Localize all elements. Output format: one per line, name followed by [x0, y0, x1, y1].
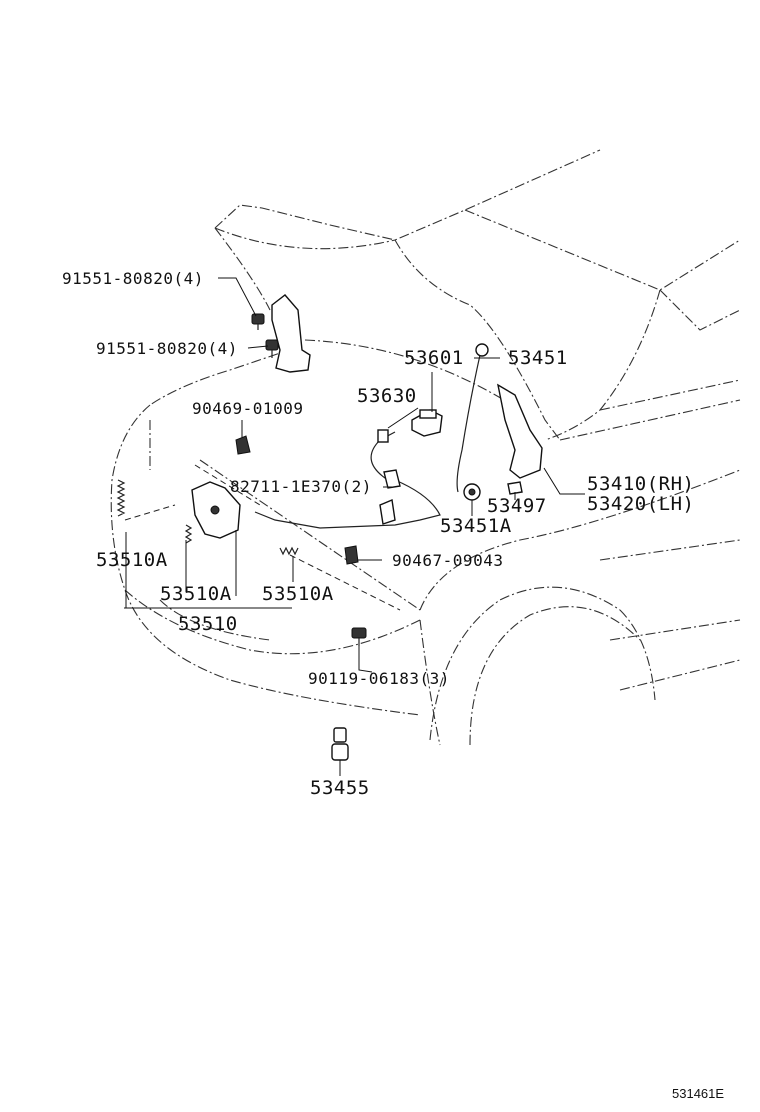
- part-label: 53497: [487, 495, 547, 517]
- spring-mid-icon: [184, 524, 193, 544]
- part-label: 53510A: [160, 583, 232, 605]
- part-label: 90469-01009: [192, 399, 303, 418]
- cushion-icon: [507, 481, 523, 495]
- hinge-left-icon: [271, 294, 311, 373]
- part-label: 53451: [508, 347, 568, 369]
- spring-left-icon: [116, 479, 126, 517]
- bolt-icon: [265, 339, 279, 358]
- clip-icon: [235, 435, 251, 455]
- cable-clamp-icon: [383, 469, 401, 489]
- part-label: 82711-1E370(2): [230, 477, 372, 496]
- cushion-icon: [331, 727, 349, 761]
- part-label: 53455: [310, 777, 370, 799]
- part-label: 53410(RH): [587, 473, 694, 495]
- release-lever-icon: [411, 409, 443, 437]
- cable-end-icon: [377, 429, 389, 443]
- hinge-right-icon: [497, 383, 543, 479]
- part-label: 53510A: [262, 583, 334, 605]
- part-label: 91551-80820(4): [96, 339, 238, 358]
- bolt-icon: [351, 627, 367, 646]
- lock-bolt-icon: [210, 505, 220, 515]
- part-label: 53601: [404, 347, 464, 369]
- part-label: 53420(LH): [587, 493, 694, 515]
- part-label: 90467-09043: [392, 551, 503, 570]
- clamp-icon: [344, 545, 359, 565]
- vehicle-outline: [110, 149, 741, 746]
- part-label: 90119-06183(3): [308, 669, 450, 688]
- part-label: 53510A: [96, 549, 168, 571]
- rod-holder-icon: [463, 483, 481, 501]
- cable-clamp-icon: [379, 499, 396, 525]
- part-label: 53451A: [440, 515, 512, 537]
- bolt-icon: [251, 313, 265, 330]
- spring-right-icon: [279, 546, 299, 556]
- part-label: 53630: [357, 385, 417, 407]
- reference-code: 531461E: [672, 1086, 724, 1101]
- part-label: 53510: [178, 613, 238, 635]
- part-label: 91551-80820(4): [62, 269, 204, 288]
- leader-lines: [124, 277, 585, 776]
- hood-support-rod-icon: [456, 343, 489, 493]
- part-labels: 91551-80820(4) 91551-80820(4) 90469-0100…: [62, 269, 724, 1101]
